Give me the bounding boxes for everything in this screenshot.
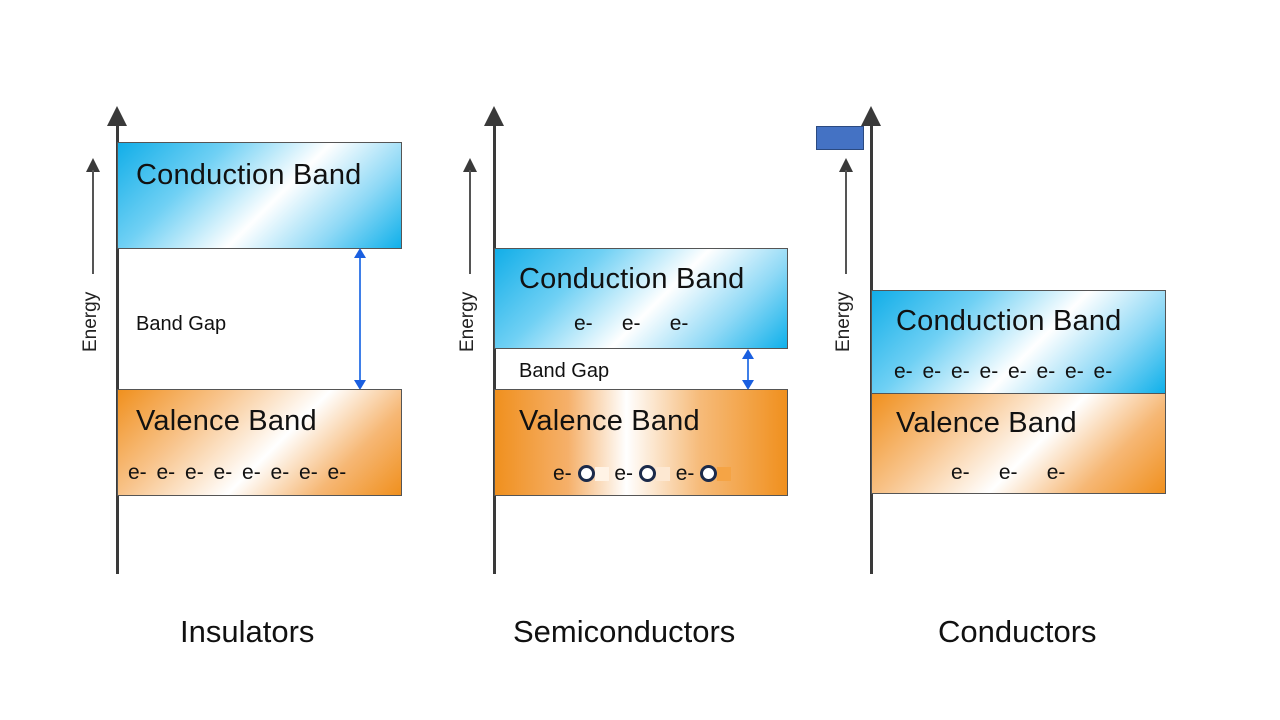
hole-icon (700, 465, 718, 482)
energy-axis-arrow-head (484, 106, 504, 126)
valence-electrons: e- e- e- (951, 461, 1066, 484)
valence-band: Valence Band e- e- e- (871, 393, 1166, 494)
valence-electrons-and-holes: e- e- e- (553, 462, 732, 486)
energy-axis-arrow-head (861, 106, 881, 126)
highlight-patch (717, 467, 732, 481)
energy-arrow-head (86, 158, 100, 172)
energy-axis (116, 122, 119, 574)
energy-arrow-line (845, 170, 847, 274)
conduction-electrons: e- e- e- e- e- e- e- e- (894, 360, 1113, 383)
conduction-band: Conduction Band (117, 142, 402, 249)
valence-band-label: Valence Band (519, 405, 700, 437)
conduction-band: Conduction Band e- e- e- e- e- e- e- e- (871, 290, 1166, 394)
energy-axis-arrow-head (107, 106, 127, 126)
band-gap-label: Band Gap (519, 360, 610, 382)
band-gap-arrow (354, 248, 366, 390)
conduction-electrons: e- e- e- (574, 312, 689, 335)
energy-arrow-head (463, 158, 477, 172)
electron: e- (553, 462, 572, 485)
hole-icon (577, 465, 595, 482)
valence-band: Valence Band e- e- e- e- e- e- e- e- (117, 389, 402, 496)
valence-band-label: Valence Band (136, 405, 317, 437)
energy-label: Energy (833, 291, 854, 352)
highlight-patch (594, 467, 609, 481)
highlight-patch (655, 467, 670, 481)
caption-conductors: Conductors (938, 614, 1097, 649)
conduction-band-label: Conduction Band (896, 305, 1122, 337)
valence-band: Valence Band e- e- e- (494, 389, 788, 496)
stray-blue-rectangle[interactable] (816, 126, 864, 150)
conduction-band: Conduction Band e- e- e- (494, 248, 788, 349)
caption-semiconductors: Semiconductors (513, 614, 736, 649)
energy-label: Energy (80, 291, 101, 352)
band-gap-label: Band Gap (136, 313, 227, 335)
energy-arrow-line (92, 170, 94, 274)
electron: e- (614, 462, 634, 485)
caption-insulators: Insulators (180, 614, 315, 649)
valence-electrons: e- e- e- e- e- e- e- e- (128, 461, 347, 484)
energy-label: Energy (457, 291, 478, 352)
electron: e- (675, 462, 695, 485)
energy-arrow-line (469, 170, 471, 274)
conduction-band-label: Conduction Band (136, 159, 362, 191)
hole-icon (638, 465, 656, 482)
conduction-band-label: Conduction Band (519, 263, 745, 295)
energy-arrow-head (839, 158, 853, 172)
band-gap-arrow (742, 349, 754, 390)
valence-band-label: Valence Band (896, 407, 1077, 439)
